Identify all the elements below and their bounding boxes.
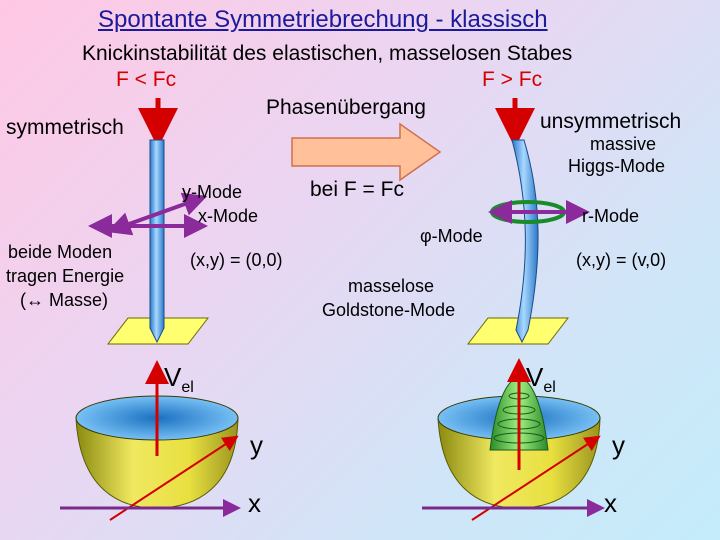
phase-transition-arrow <box>291 122 442 182</box>
y-mode-label: y-Mode <box>182 182 243 202</box>
left-force-condition: F < Fc <box>116 68 177 91</box>
higgs-line1: massive <box>590 134 657 154</box>
energy-note-line2: tragen Energie <box>6 266 125 286</box>
r-mode-label: r-Mode <box>582 206 640 226</box>
goldstone-line2: Goldstone-Mode <box>322 300 456 320</box>
right-x-axis-label: x <box>604 488 617 518</box>
right-force-condition: F > Fc <box>482 68 543 91</box>
phase-transition-label: Phasenübergang <box>266 96 426 119</box>
right-coords-label: (x,y) = (v,0) <box>576 250 667 270</box>
phi-mode-label: φ-Mode <box>420 226 483 246</box>
energy-note-line1: beide Moden <box>8 242 113 262</box>
left-x-axis-label: x <box>248 488 261 518</box>
left-coords-label: (x,y) = (0,0) <box>190 250 283 270</box>
right-potential-label: Vel <box>526 362 556 397</box>
x-mode-label: x-Mode <box>198 206 259 226</box>
right-y-axis-label: y <box>612 430 625 460</box>
right-rod <box>511 139 539 344</box>
left-rod <box>149 139 165 344</box>
energy-note-line3: (↔ Masse) <box>20 290 109 310</box>
higgs-line2: Higgs-Mode <box>568 156 666 176</box>
goldstone-line1: masselose <box>348 276 435 296</box>
right-state-label: unsymmetrisch <box>540 110 682 133</box>
page-title: Spontante Symmetriebrechung - klassisch <box>98 6 548 33</box>
left-state-label: symmetrisch <box>6 116 124 139</box>
page-subtitle: Knickinstabilität des elastischen, masse… <box>82 42 573 65</box>
critical-force-label: bei F = Fc <box>310 178 404 201</box>
left-y-axis-label: y <box>250 430 263 460</box>
left-potential-label: Vel <box>164 362 194 397</box>
